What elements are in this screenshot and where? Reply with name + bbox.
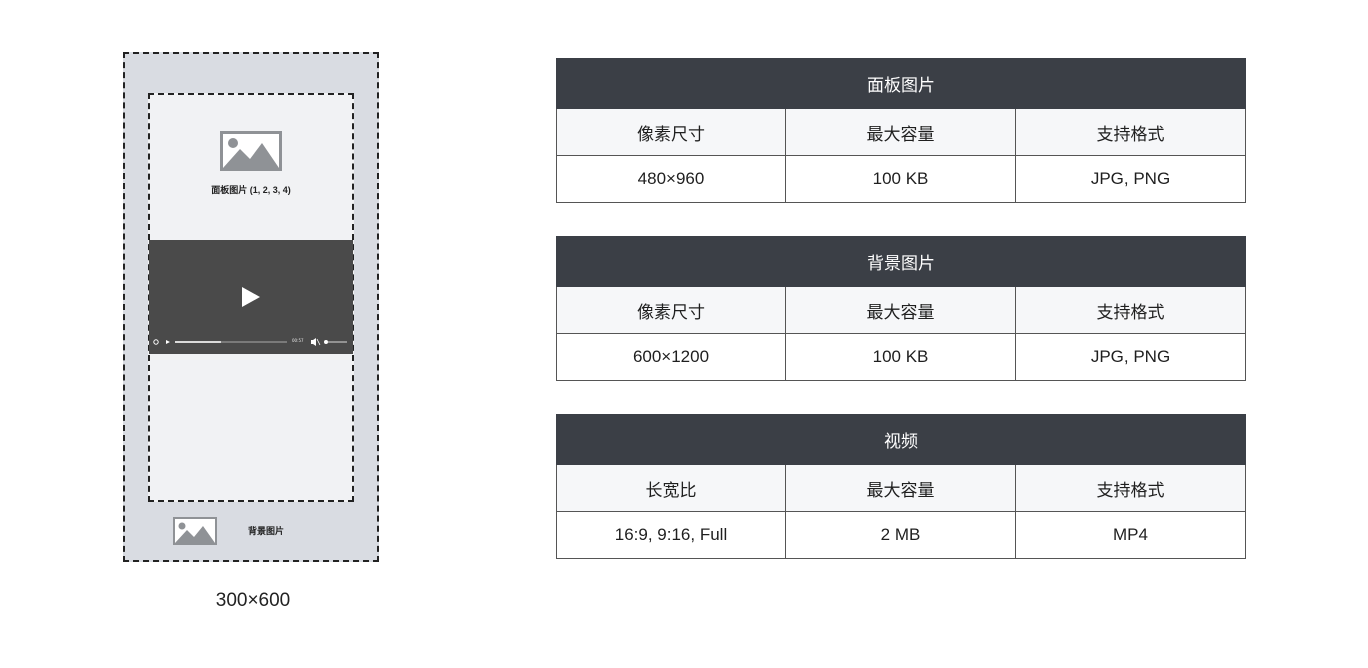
table-cell: 100 KB xyxy=(785,155,1016,203)
column-header: 支持格式 xyxy=(1014,108,1247,156)
column-header: 支持格式 xyxy=(1014,464,1247,512)
play-icon[interactable] xyxy=(240,285,262,309)
panel-image-spec-table: 面板图片 像素尺寸 最大容量 支持格式 480×960 100 KB JPG, … xyxy=(555,58,1247,203)
table-title: 视频 xyxy=(555,414,1247,465)
column-header: 像素尺寸 xyxy=(556,108,786,156)
panel-image-caption: 面板图片 (1, 2, 3, 4) xyxy=(211,185,291,195)
column-header: 支持格式 xyxy=(1014,286,1247,334)
column-header: 像素尺寸 xyxy=(556,286,786,334)
background-image-caption: 背景图片 xyxy=(248,526,285,536)
table-cell: JPG, PNG xyxy=(1014,155,1247,203)
image-placeholder-icon xyxy=(220,131,282,171)
background-image-spec-table: 背景图片 像素尺寸 最大容量 支持格式 600×1200 100 KB JPG,… xyxy=(555,236,1247,381)
column-header: 最大容量 xyxy=(785,286,1016,334)
table-cell: 600×1200 xyxy=(556,333,786,381)
table-cell: 16:9, 9:16, Full xyxy=(556,511,786,559)
video-controls xyxy=(153,338,347,346)
column-header: 最大容量 xyxy=(785,464,1016,512)
table-cell: 480×960 xyxy=(556,155,786,203)
table-title: 背景图片 xyxy=(555,236,1247,287)
column-header: 长宽比 xyxy=(556,464,786,512)
small-play-icon xyxy=(166,340,170,344)
table-cell: 100 KB xyxy=(785,333,1016,381)
table-title: 面板图片 xyxy=(555,58,1247,109)
background-image-icon xyxy=(173,517,217,545)
mute-icon xyxy=(311,338,321,346)
volume-knob xyxy=(324,340,328,344)
table-cell: JPG, PNG xyxy=(1014,333,1247,381)
table-cell: 2 MB xyxy=(785,511,1016,559)
video-spec-table: 视频 长宽比 最大容量 支持格式 16:9, 9:16, Full 2 MB M… xyxy=(555,414,1247,559)
replay-icon xyxy=(153,339,159,345)
video-time: 00:57 xyxy=(292,338,304,343)
canvas-size-label: 300×600 xyxy=(215,590,291,611)
table-cell: MP4 xyxy=(1014,511,1247,559)
column-header: 最大容量 xyxy=(785,108,1016,156)
